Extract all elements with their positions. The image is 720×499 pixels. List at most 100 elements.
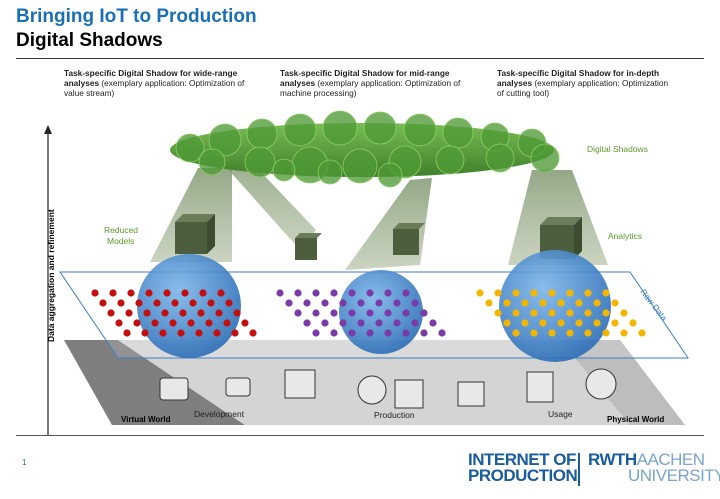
callout-mid-range-detail: (exemplary application: Optimization of …	[280, 78, 461, 98]
data-point	[366, 329, 374, 337]
callout-wide-range-detail: (exemplary application: Optimization of …	[64, 78, 245, 98]
logo-iop-line2: PRODUCTION	[468, 466, 578, 485]
machine-icon	[457, 381, 485, 407]
y-axis-arrow	[44, 125, 52, 435]
cloud-blob	[435, 145, 465, 175]
data-point	[127, 289, 135, 297]
data-point	[276, 289, 284, 297]
page-number: 1	[22, 458, 27, 467]
data-point	[91, 289, 99, 297]
data-point	[393, 299, 401, 307]
machine-icon	[526, 371, 554, 403]
data-point	[330, 309, 338, 317]
data-point	[233, 309, 241, 317]
data-point	[123, 329, 131, 337]
data-point	[402, 289, 410, 297]
data-point	[420, 329, 428, 337]
data-point	[135, 299, 143, 307]
data-point	[366, 309, 374, 317]
raw-data-points	[91, 289, 646, 337]
data-point	[402, 309, 410, 317]
data-point	[438, 329, 446, 337]
data-point	[602, 309, 610, 317]
cloud-blob	[342, 148, 378, 184]
data-point	[566, 289, 574, 297]
page-subtitle: Digital Shadows	[16, 30, 163, 51]
machine-icon	[585, 368, 617, 400]
data-point	[179, 309, 187, 317]
analytics-cube-1	[393, 223, 425, 255]
machine-icon	[284, 369, 316, 399]
data-point	[620, 309, 628, 317]
data-point	[161, 309, 169, 317]
data-point	[321, 299, 329, 307]
data-point	[312, 289, 320, 297]
cloud-blob	[322, 110, 358, 146]
logo-rwth-text: RWTH	[588, 450, 637, 469]
data-point	[521, 299, 529, 307]
logo-university-text: UNIVERSITY	[628, 466, 720, 485]
cloud-blob	[272, 158, 296, 182]
data-point	[566, 329, 574, 337]
data-point	[330, 329, 338, 337]
data-point	[303, 319, 311, 327]
data-point	[384, 289, 392, 297]
data-point	[321, 319, 329, 327]
callout-in-depth-detail: (exemplary application: Optimization of …	[497, 78, 669, 98]
cloud-blob	[246, 118, 278, 150]
callout-mid-range-heading: Task-specific Digital Shadow for mid-ran…	[280, 68, 450, 88]
data-point	[223, 319, 231, 327]
data-point	[163, 289, 171, 297]
data-point	[494, 309, 502, 317]
data-point	[357, 299, 365, 307]
data-point	[557, 319, 565, 327]
callout-in-depth: Task-specific Digital Shadow for in-dept…	[497, 68, 672, 98]
data-point	[512, 289, 520, 297]
data-point	[207, 299, 215, 307]
reduced-model-cube-2	[295, 233, 322, 260]
data-point	[602, 329, 610, 337]
footer-divider	[16, 435, 704, 436]
data-point	[177, 329, 185, 337]
machine-icon	[394, 379, 424, 409]
cloud-blob	[403, 113, 437, 147]
data-point	[485, 299, 493, 307]
data-point	[539, 299, 547, 307]
virtual-world-label: Virtual World	[121, 415, 171, 424]
data-point	[199, 289, 207, 297]
data-point	[312, 329, 320, 337]
data-point	[575, 299, 583, 307]
y-axis-label: Data aggregation and refinement	[46, 209, 56, 342]
data-point	[348, 309, 356, 317]
digital-shadows-label: Digital Shadows	[587, 144, 648, 154]
data-point	[225, 299, 233, 307]
machine-icon	[357, 375, 387, 405]
data-point	[530, 329, 538, 337]
data-point	[584, 309, 592, 317]
data-point	[348, 329, 356, 337]
data-point	[575, 319, 583, 327]
data-point	[638, 329, 646, 337]
machine-icon	[159, 377, 189, 401]
data-point	[339, 299, 347, 307]
data-point	[205, 319, 213, 327]
cloud-blob	[485, 143, 515, 173]
stage-production-label: Production	[374, 410, 415, 420]
data-point	[539, 319, 547, 327]
cloud-blob	[530, 143, 560, 173]
data-point	[294, 309, 302, 317]
callout-in-depth-heading: Task-specific Digital Shadow for in-dept…	[497, 68, 660, 88]
logo-iop-line1: INTERNET OF	[468, 450, 576, 469]
data-point	[375, 319, 383, 327]
data-point	[411, 299, 419, 307]
data-point	[115, 319, 123, 327]
stage-development-label: Development	[194, 409, 245, 419]
digital-shadows-cloud	[170, 110, 560, 188]
reduced-model-cube-1	[175, 214, 215, 254]
stage-usage-label: Usage	[548, 409, 573, 419]
data-point	[530, 289, 538, 297]
header-divider	[16, 58, 704, 59]
internet-of-production-logo: INTERNET OF PRODUCTION	[468, 450, 578, 485]
data-point	[548, 309, 556, 317]
